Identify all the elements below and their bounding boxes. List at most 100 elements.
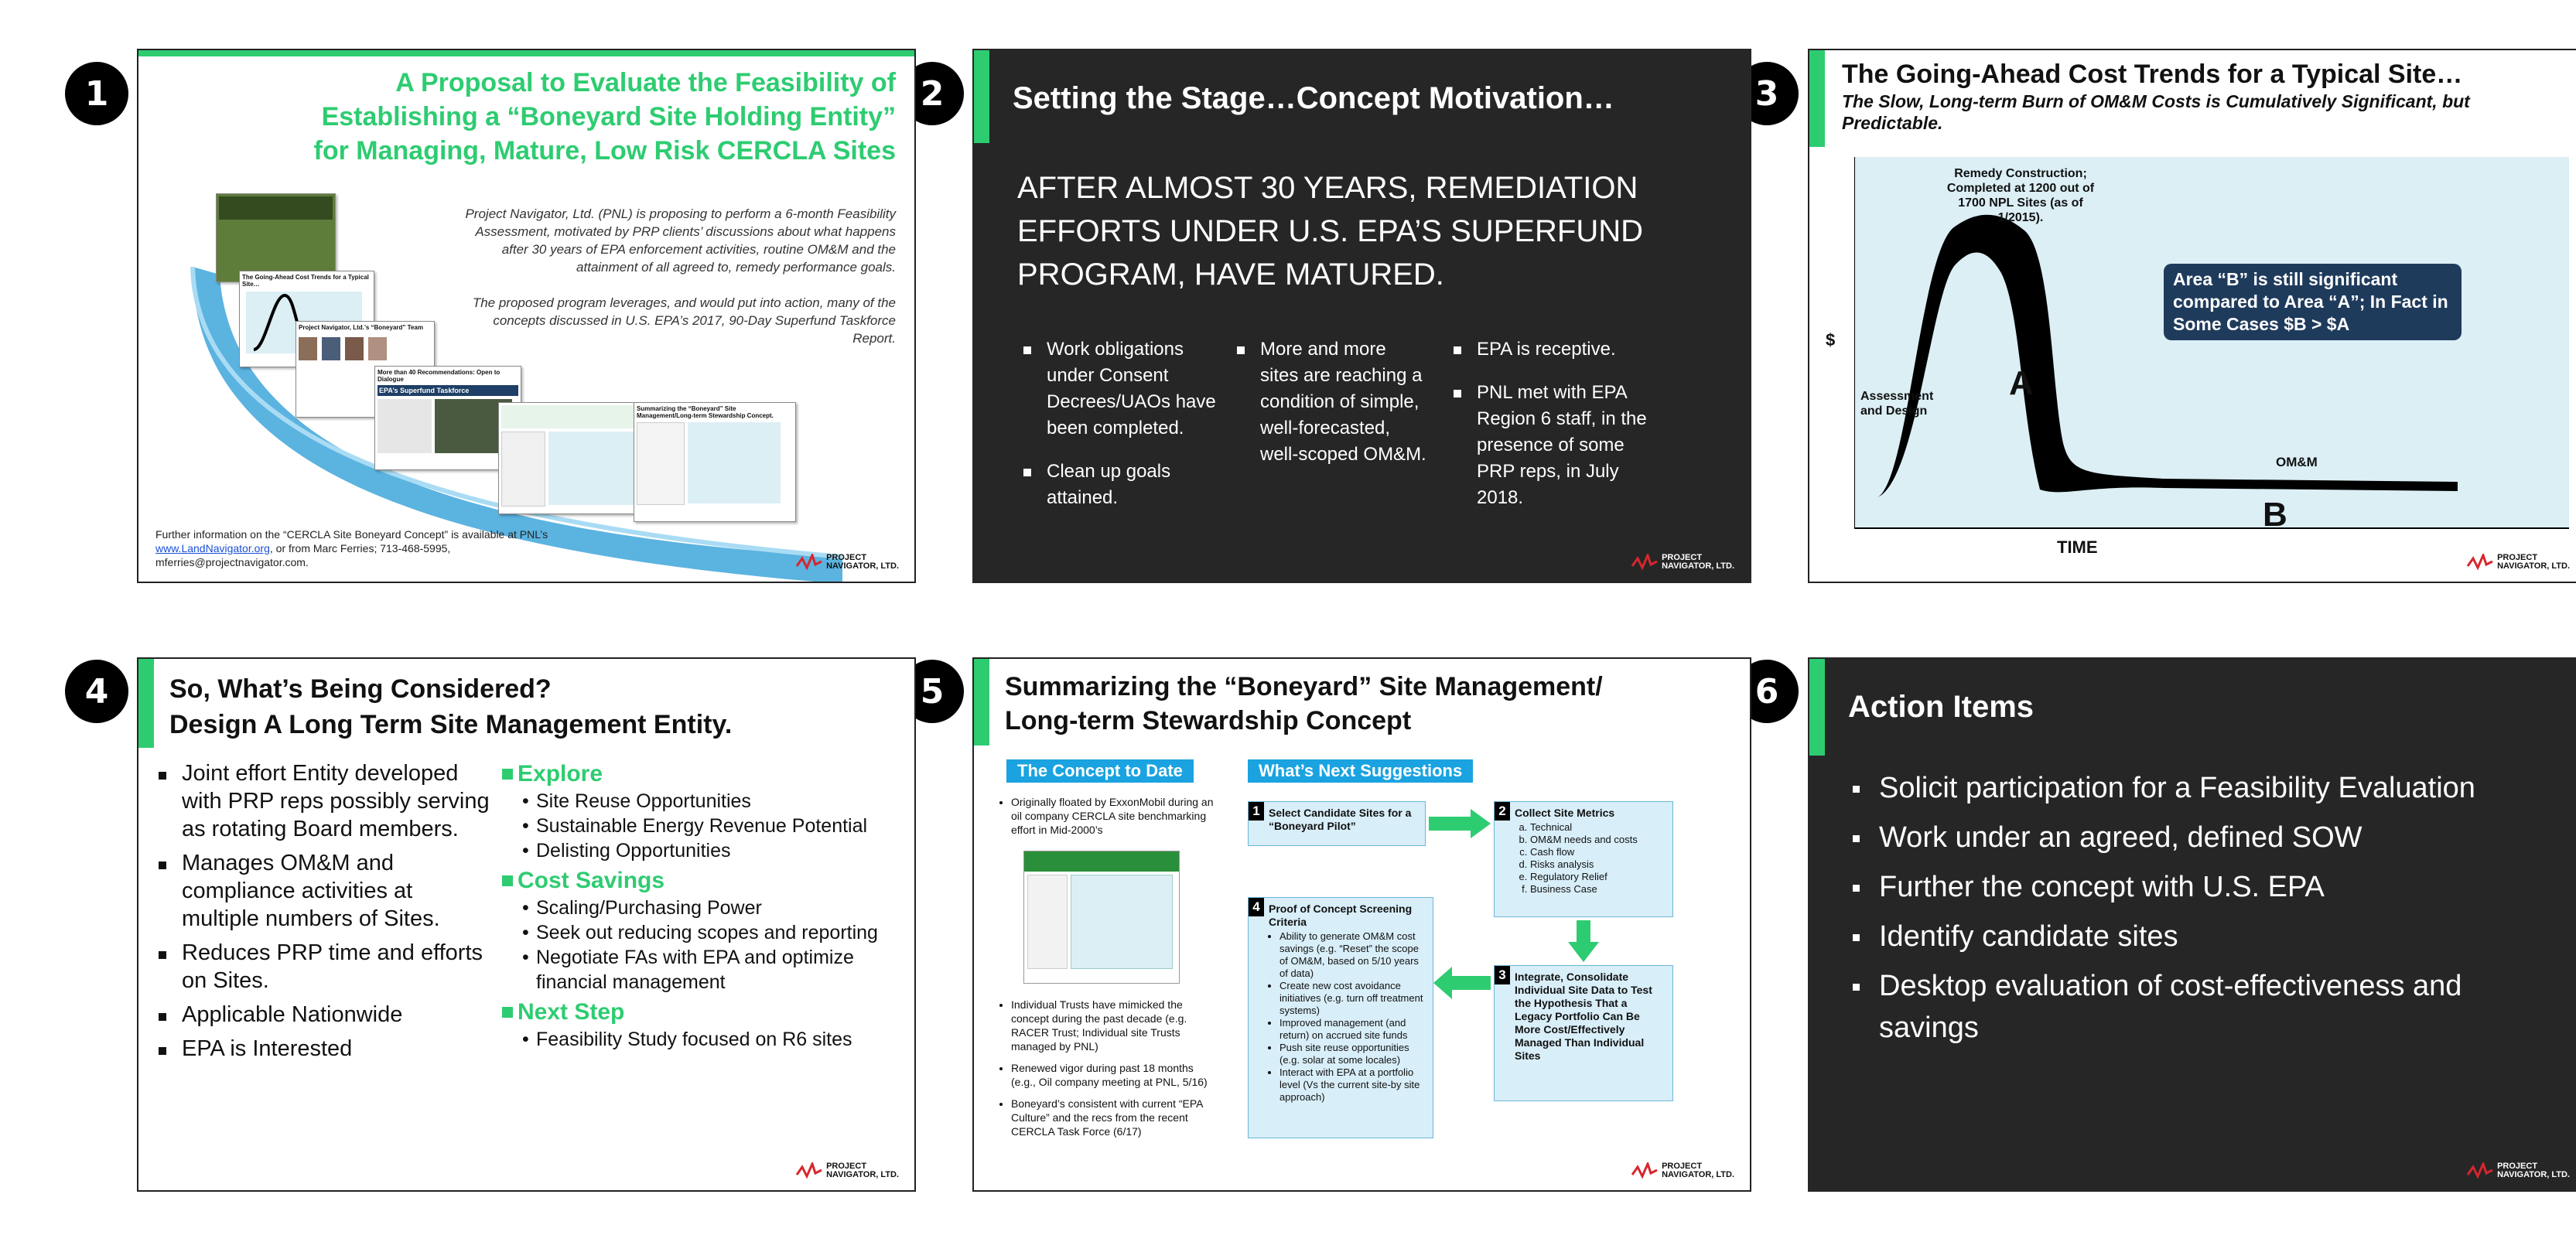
slide-2-column-3: EPA is receptive. PNL met with EPA Regio… (1454, 336, 1647, 528)
list-item: Seek out reducing scopes and reporting (502, 920, 904, 945)
arrow-left-icon (1433, 967, 1491, 999)
navigator-logo-icon (1631, 1162, 1658, 1179)
slide-2-column-2: More and more sites are reaching a condi… (1237, 336, 1426, 485)
omm-label: OM&M (2276, 455, 2318, 469)
slide-5-title: Summarizing the “Boneyard” Site Manageme… (1005, 672, 1603, 735)
list-item: Desktop evaluation of cost-effectiveness… (1848, 965, 2560, 1049)
concept-to-date-tag: The Concept to Date (1006, 759, 1194, 783)
slide-3-subtitle: The Slow, Long-term Burn of OM&M Costs i… (1842, 91, 2470, 133)
x-axis-label: TIME (2057, 537, 2098, 557)
slide-number-badge: 4 (65, 660, 128, 723)
slide-1[interactable]: A Proposal to Evaluate the Feasibility o… (137, 49, 916, 583)
slide-1-footer: Further information on the “CERCLA Site … (155, 528, 548, 568)
slide-2[interactable]: Setting the Stage…Concept Motivation… AF… (972, 49, 1751, 583)
y-axis-label: $ (1826, 330, 1836, 350)
list-item: Individual Trusts have mimicked the conc… (1011, 998, 1220, 1053)
slide-2-title: Setting the Stage…Concept Motivation… (1013, 81, 1614, 115)
action-items-list: Solicit participation for a Feasibility … (1848, 767, 2560, 1056)
green-accent-bar (138, 659, 154, 748)
slide-1-paragraph-1: Project Navigator, Ltd. (PNL) is proposi… (465, 206, 896, 275)
slide-1-title: A Proposal to Evaluate the Feasibility o… (313, 68, 896, 165)
whats-next-tag: What’s Next Suggestions (1248, 759, 1474, 783)
list-item: Reduces PRP time and efforts on Sites. (159, 939, 491, 995)
list-item: Solicit participation for a Feasibility … (1848, 767, 2560, 809)
navigator-logo-icon (795, 554, 822, 571)
list-item: Originally floated by ExxonMobil during … (1011, 795, 1220, 837)
group-heading: Next Step (502, 998, 904, 1027)
flow-arrows (1429, 809, 1599, 999)
list-item: Site Reuse Opportunities (502, 789, 904, 814)
landnavigator-link[interactable]: www.LandNavigator.org (155, 542, 270, 554)
list-item: Clean up goals attained. (1023, 459, 1221, 511)
group-heading: Explore (502, 759, 904, 789)
concept-list-bottom: Individual Trusts have mimicked the conc… (997, 998, 1220, 1146)
swoosh-graphic (190, 266, 842, 582)
list-item: Applicable Nationwide (159, 1001, 491, 1029)
area-a-label: A (2009, 364, 2034, 402)
group-heading: Cost Savings (502, 866, 904, 896)
slide-2-column-1: Work obligations under Consent Decrees/U… (1023, 336, 1221, 528)
thumbnail-concept-slide (1023, 851, 1180, 984)
slide-1-paragraph-2: The proposed program leverages, and woul… (472, 295, 896, 346)
slide-4[interactable]: So, What’s Being Considered? Design A Lo… (137, 657, 916, 1192)
slide-3[interactable]: The Going-Ahead Cost Trends for a Typica… (1808, 49, 2576, 583)
slide-3-title: The Going-Ahead Cost Trends for a Typica… (1842, 60, 2463, 89)
assessment-label: Assessment and Design (1860, 390, 1934, 418)
arrow-right-icon (1429, 809, 1491, 838)
green-accent-bar (974, 50, 989, 143)
list-item: PNL met with EPA Region 6 staff, in the … (1454, 380, 1647, 511)
list-item: Work obligations under Consent Decrees/U… (1023, 336, 1221, 442)
step-2-box: 2 Collect Site Metrics Technical OM&M ne… (1494, 801, 1673, 917)
slide-6[interactable]: Action Items Solicit participation for a… (1808, 657, 2576, 1192)
cost-trend-chart: Remedy Construction; Completed at 1200 o… (1854, 157, 2569, 559)
callout-box: Area “B” is still significant compared t… (2164, 264, 2462, 340)
list-item: Manages OM&M and compliance activities a… (159, 849, 491, 933)
green-accent-bar (1809, 50, 1825, 147)
list-item: Identify candidate sites (1848, 916, 2560, 957)
list-item: Joint effort Entity developed with PRP r… (159, 759, 491, 843)
list-item: Work under an agreed, defined SOW (1848, 817, 2560, 858)
slide-4-right-groups: Explore Site Reuse Opportunities Sustain… (502, 759, 904, 1055)
arrow-down-icon (1568, 920, 1599, 962)
thumbnail-slide: Summarizing the “Boneyard” Site Manageme… (634, 402, 796, 522)
slide-2-lead: AFTER ALMOST 30 YEARS, REMEDIATION EFFOR… (1017, 171, 1643, 292)
green-accent-bar (974, 659, 989, 746)
list-item: Further the concept with U.S. EPA (1848, 866, 2560, 908)
list-item: Renewed vigor during past 18 months (e.g… (1011, 1061, 1220, 1089)
slide-4-left-list: Joint effort Entity developed with PRP r… (159, 759, 491, 1069)
slide-4-title: So, What’s Being Considered? Design A Lo… (169, 674, 733, 739)
list-item: Negotiate FAs with EPA and optimize fina… (502, 945, 904, 995)
navigator-logo-icon (2466, 1162, 2493, 1179)
peak-label: Remedy Construction; Completed at 1200 o… (1946, 167, 2095, 224)
thumbnail-slide (216, 193, 336, 282)
slide-6-title: Action Items (1848, 690, 2034, 724)
list-item: Sustainable Energy Revenue Potential (502, 814, 904, 838)
list-item: Delisting Opportunities (502, 838, 904, 863)
thumbnail-slide: More than 40 Recommendations: Open to Di… (374, 366, 521, 470)
list-item: EPA is Interested (159, 1035, 491, 1063)
navigator-logo-icon (795, 1162, 822, 1179)
step-1-box: 1 Select Candidate Sites for a “Boneyard… (1248, 801, 1426, 846)
green-accent-bar (1809, 659, 1825, 756)
slide-number-badge: 1 (65, 62, 128, 125)
navigator-logo-icon (1631, 554, 1658, 571)
navigator-logo-icon (2466, 554, 2493, 571)
list-item: Feasibility Study focused on R6 sites (502, 1027, 904, 1052)
thumbnail-slide: Project Navigator, Ltd.’s “Boneyard” Tea… (296, 321, 435, 418)
list-item: Scaling/Purchasing Power (502, 896, 904, 920)
green-top-rule (138, 50, 914, 56)
thumbnail-slide (498, 402, 653, 514)
slide-5[interactable]: Summarizing the “Boneyard” Site Manageme… (972, 657, 1751, 1192)
list-item: Boneyard’s consistent with current “EPA … (1011, 1097, 1220, 1138)
step-4-box: 4 Proof of Concept Screening Criteria Ab… (1248, 897, 1433, 1138)
area-b-label: B (2263, 496, 2287, 534)
concept-list-top: Originally floated by ExxonMobil during … (997, 795, 1220, 844)
list-item: More and more sites are reaching a condi… (1237, 336, 1426, 468)
list-item: EPA is receptive. (1454, 336, 1647, 363)
